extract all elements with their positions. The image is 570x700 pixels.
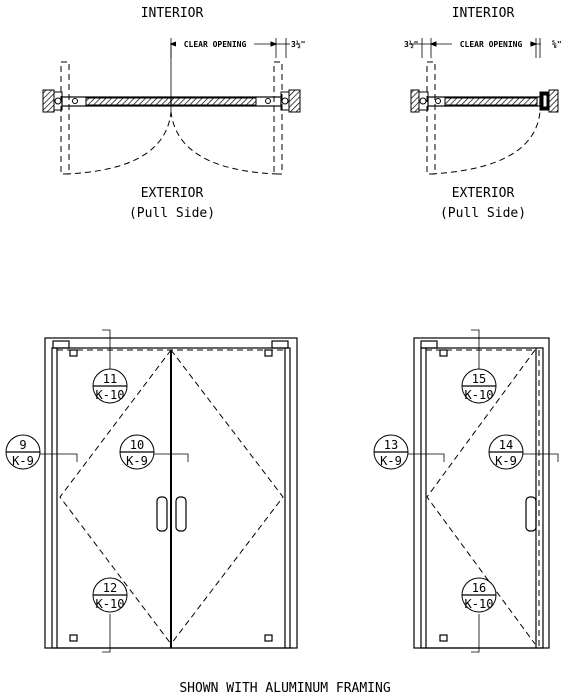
dimension-left-label: 3½" [404, 39, 418, 49]
elevation-single-door [401, 329, 559, 653]
svg-text:15: 15 [472, 372, 486, 386]
elevation-double-door [34, 329, 298, 653]
detail-bubble: 10 K-9 [119, 434, 155, 470]
clear-opening-label: CLEAR OPENING [184, 40, 247, 49]
svg-text:K-10: K-10 [96, 388, 125, 402]
wall-jamb-right [539, 89, 559, 113]
pull-side-label: (Pull Side) [440, 206, 526, 221]
dimension-right-label: ⅝" [552, 39, 562, 49]
exterior-label: EXTERIOR [141, 186, 204, 201]
svg-text:K-9: K-9 [495, 454, 517, 468]
svg-text:K-9: K-9 [126, 454, 148, 468]
svg-text:K-9: K-9 [380, 454, 402, 468]
svg-text:K-10: K-10 [96, 597, 125, 611]
door-swing-right [170, 61, 283, 175]
plan-double-door: INTERIOR CLEAR OPENING 3½" [42, 6, 305, 221]
door-pull-handle [525, 496, 537, 532]
svg-text:16: 16 [472, 581, 486, 595]
interior-label: INTERIOR [141, 6, 204, 21]
plan-single-door: INTERIOR CLEAR OPENING 3½" ⅝" [404, 6, 562, 221]
detail-bubble: 16 K-10 [461, 577, 497, 613]
door-leaf-plan [427, 96, 541, 107]
svg-text:12: 12 [103, 581, 117, 595]
door-swing-left [60, 61, 172, 175]
svg-text:K-10: K-10 [465, 597, 494, 611]
interior-label: INTERIOR [452, 6, 515, 21]
svg-text:K-10: K-10 [465, 388, 494, 402]
clear-opening-dimension: CLEAR OPENING 3½" ⅝" [404, 38, 562, 58]
wall-jamb-left [42, 89, 63, 113]
detail-bubble: 13 K-9 [373, 434, 409, 470]
wall-jamb-right [280, 89, 301, 113]
clear-opening-label: CLEAR OPENING [460, 40, 523, 49]
exterior-label: EXTERIOR [452, 186, 515, 201]
detail-bubble: 14 K-9 [488, 434, 524, 470]
svg-text:K-9: K-9 [12, 454, 34, 468]
detail-bubble: 9 K-9 [5, 434, 41, 470]
wall-jamb-left [410, 89, 429, 113]
detail-bubble: 15 K-10 [461, 368, 497, 404]
drawing-caption: SHOWN WITH ALUMINUM FRAMING [179, 681, 390, 696]
clear-opening-dimension: CLEAR OPENING 3½" [169, 38, 305, 58]
svg-text:14: 14 [499, 438, 513, 452]
svg-text:9: 9 [19, 438, 26, 452]
detail-bubble: 11 K-10 [92, 368, 128, 404]
svg-text:10: 10 [130, 438, 144, 452]
pull-side-label: (Pull Side) [129, 206, 215, 221]
dimension-right-label: 3½" [291, 39, 305, 49]
door-swing [426, 61, 541, 175]
svg-text:11: 11 [103, 372, 117, 386]
svg-text:13: 13 [384, 438, 398, 452]
detail-bubble: 12 K-10 [92, 577, 128, 613]
door-pull-handle [156, 496, 168, 532]
door-pull-handle [175, 496, 187, 532]
